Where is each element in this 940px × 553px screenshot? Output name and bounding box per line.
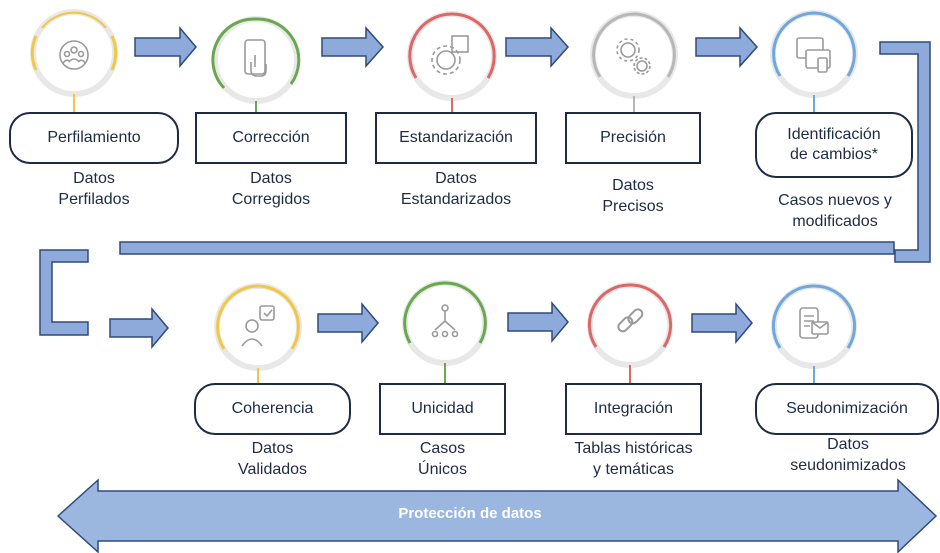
label-integracion: Integración (593, 400, 674, 417)
middle-bar (119, 241, 895, 255)
box-shape-unicidad (379, 383, 506, 435)
box-shape-identificacion (755, 112, 913, 178)
step-circle-estandarizacion (407, 11, 497, 113)
protection-double-arrow (56, 478, 938, 553)
step-circle-precision (590, 11, 678, 113)
network-icon (431, 304, 459, 338)
gears-icon (616, 38, 651, 75)
left-connector (39, 249, 89, 336)
box-shape-perfilamiento (9, 112, 179, 164)
label-perfilamiento: Perfilamiento (47, 129, 141, 146)
label-precision: Precisión (600, 129, 666, 146)
right-connector (879, 41, 931, 263)
arrow-8 (691, 301, 753, 345)
step-circle-coherencia (214, 283, 302, 384)
arrow-5 (109, 306, 169, 350)
arrow-2 (321, 26, 385, 68)
step-circle-integracion (587, 282, 673, 384)
step-circle-correccion (211, 16, 301, 113)
label-coherencia: Coherencia (231, 400, 314, 417)
step-circle-perfilamiento (30, 9, 118, 113)
phone-mail-icon (799, 307, 829, 339)
touch-phone-icon (244, 39, 267, 77)
box-shape-seudonimizacion (755, 383, 939, 435)
chain-link-icon (617, 308, 644, 333)
step-circle-seudonimizacion (771, 283, 857, 384)
person-check-icon (241, 305, 275, 347)
label-correccion: Corrección (232, 129, 310, 146)
arrow-6 (317, 301, 379, 345)
gear-cube-icon (431, 35, 469, 75)
box-shape-correccion (195, 112, 347, 164)
label-seudonimizacion: Seudonimización (786, 400, 908, 417)
label-identificacion: Identificación de cambios* (756, 113, 912, 177)
label-identificacion-line2: de cambios* (789, 146, 879, 163)
arrow-3 (505, 26, 570, 68)
arrow-1 (134, 25, 197, 69)
protection-banner-label: Protección de datos (398, 505, 542, 522)
label-unicidad: Unicidad (411, 400, 474, 417)
box-shape-coherencia (194, 383, 351, 435)
step-circle-identificacion (770, 10, 858, 113)
box-shape-precision (565, 112, 701, 164)
step-circle-unicidad (402, 280, 488, 384)
arrow-7 (507, 300, 569, 344)
box-shape-integracion (565, 383, 702, 435)
label-identificacion-line1: Identificación (787, 126, 881, 143)
arrow-4 (695, 26, 759, 68)
people-target-icon (59, 40, 89, 70)
box-shape-estandarizacion (375, 112, 537, 164)
label-estandarizacion: Estandarización (399, 129, 513, 146)
devices-icon (796, 37, 831, 73)
